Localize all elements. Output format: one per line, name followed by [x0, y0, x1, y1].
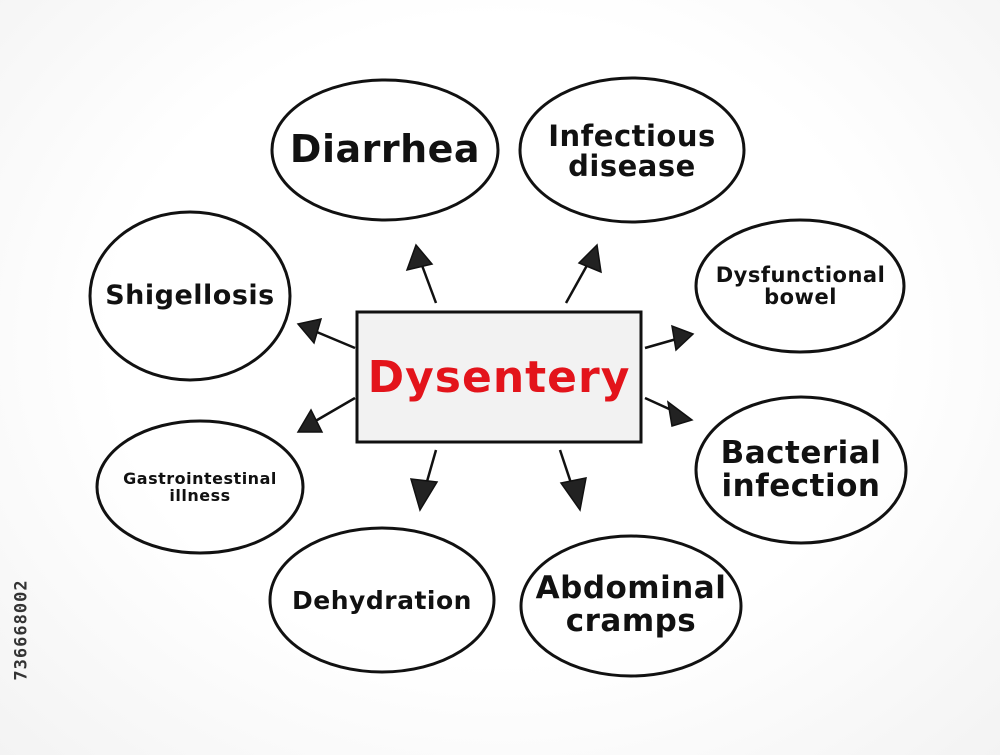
ellipse-abdominal-cramps: [519, 534, 743, 678]
node-infectious-disease-line-1: Infectious: [548, 118, 716, 153]
arrowhead-dysfunctional-bowel: [671, 324, 695, 352]
node-dysfunctional-bowel: Dysfunctional bowel: [703, 255, 898, 317]
ellipse-shigellosis: [88, 210, 292, 382]
node-shigellosis-line-1: Shigellosis: [105, 279, 275, 311]
arrow-to-gastrointestinal-illness: [311, 396, 356, 425]
center-box: [355, 310, 643, 444]
node-dehydration: Dehydration: [280, 575, 484, 627]
arrowhead-infectious-disease: [577, 243, 602, 274]
node-infectious-disease: Infectious disease: [527, 108, 737, 194]
node-bacterial-infection-line-1: Bacterial: [720, 435, 882, 472]
arrow-to-infectious-disease: [564, 259, 592, 304]
node-abdominal-cramps-line-1: Abdominal: [535, 570, 727, 607]
arrowhead-diarrhea: [405, 243, 434, 272]
center-label: Dysentery: [367, 351, 631, 403]
node-infectious-disease-line-2: disease: [568, 149, 696, 183]
node-abdominal-cramps: Abdominal cramps: [528, 562, 734, 648]
node-gastrointestinal-illness: Gastrointestinal illness: [103, 466, 297, 510]
node-diarrhea: Diarrhea: [285, 115, 485, 185]
node-gastrointestinal-illness-line-1: Gastrointestinal: [123, 469, 277, 489]
center-label-box: Dysentery: [357, 312, 641, 442]
ellipse-dehydration: [268, 526, 496, 674]
arrow-to-diarrhea: [418, 259, 438, 304]
node-bacterial-infection: Bacterial infection: [705, 428, 897, 512]
arrow-to-shigellosis: [311, 328, 356, 350]
arrowhead-gastrointestinal-illness: [296, 408, 324, 433]
node-gastrointestinal-illness-line-2: illness: [169, 486, 231, 505]
arrowheads: [296, 243, 695, 512]
ellipse-dysfunctional-bowel: [694, 218, 906, 354]
ellipse-infectious-disease: [518, 76, 746, 224]
node-bacterial-infection-line-2: infection: [721, 468, 881, 504]
node-diarrhea-line-1: Diarrhea: [289, 127, 481, 172]
ellipse-bacterial-infection: [694, 395, 908, 545]
node-dehydration-line-1: Dehydration: [292, 585, 472, 615]
node-shigellosis: Shigellosis: [95, 270, 285, 322]
stock-id: 736668002: [12, 579, 32, 681]
arrows: [311, 259, 681, 493]
node-abdominal-cramps-line-2: cramps: [565, 603, 697, 639]
node-dysfunctional-bowel-line-2: bowel: [764, 285, 837, 309]
arrowhead-abdominal-cramps: [559, 477, 587, 512]
arrowhead-bacterial-infection: [666, 400, 694, 427]
node-dysfunctional-bowel-line-1: Dysfunctional: [715, 262, 886, 287]
stock-id-box: 736668002: [8, 515, 36, 745]
arrowhead-dehydration: [409, 478, 439, 512]
arrowhead-shigellosis: [296, 317, 323, 345]
ellipse-diarrhea: [270, 78, 500, 222]
ellipse-gastrointestinal-illness: [95, 419, 305, 555]
